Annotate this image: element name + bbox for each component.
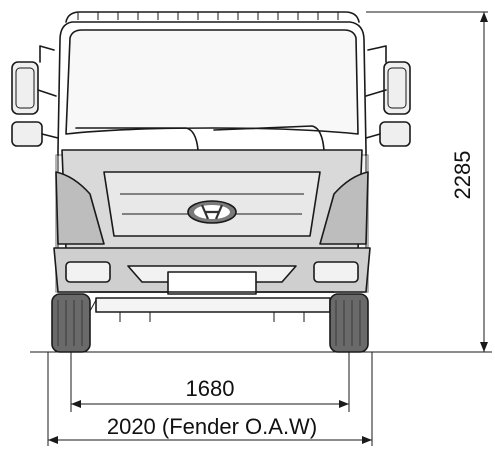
right-headlight [319, 171, 369, 245]
left-mirror [11, 45, 59, 147]
windshield [65, 29, 359, 135]
wipers [75, 125, 325, 151]
roof-rack [65, 11, 360, 23]
bumper [53, 247, 371, 295]
track-value: 1680 [186, 376, 235, 401]
hyundai-logo-icon [187, 200, 237, 224]
overall-width-label: 2020 (Fender O.A.W) [107, 414, 317, 439]
license-plate [167, 271, 257, 295]
track-dimension [70, 352, 350, 412]
right-tire [329, 293, 369, 353]
underbody [83, 291, 343, 323]
height-value: 2285 [450, 151, 475, 200]
overall-width-dimension [47, 352, 373, 446]
left-tire [51, 293, 91, 353]
height-dimension [366, 11, 488, 352]
left-headlight [55, 171, 105, 245]
right-mirror [365, 45, 411, 147]
